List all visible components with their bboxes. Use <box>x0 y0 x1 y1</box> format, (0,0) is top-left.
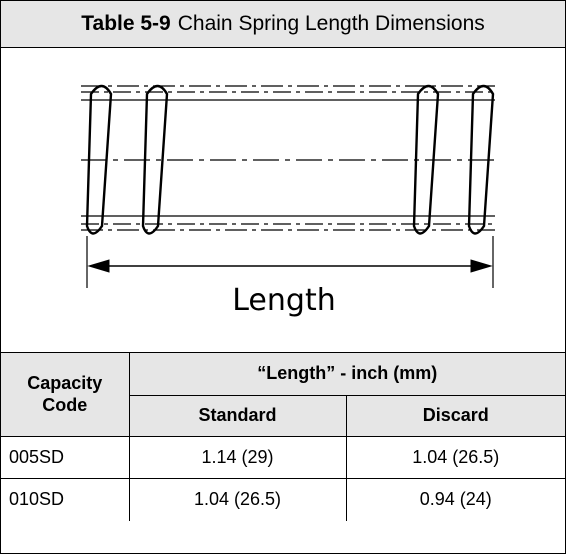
table-row: 010SD 1.04 (26.5) 0.94 (24) <box>1 477 566 521</box>
spring-figure: Length <box>1 48 565 353</box>
spring-coils <box>85 84 495 235</box>
discard-value-cell: 1.04 (26.5) <box>345 435 566 479</box>
length-dimension-arrow <box>87 259 493 273</box>
standard-header: Standard <box>129 394 347 437</box>
capacity-code-header: Capacity Code <box>1 353 130 437</box>
capacity-header-line1: Capacity <box>27 373 103 394</box>
extension-lines <box>86 236 494 288</box>
length-label: Length <box>232 283 335 318</box>
discard-header: Discard <box>345 394 566 437</box>
standard-value-cell: 1.14 (29) <box>128 435 347 479</box>
length-header: “Length” - inch (mm) <box>128 353 566 396</box>
capacity-code-cell: 005SD <box>1 435 130 479</box>
table-number: Table 5-9 <box>81 12 171 35</box>
table-row: 005SD 1.14 (29) 1.04 (26.5) <box>1 435 566 479</box>
spring-drawing: Length <box>81 84 495 318</box>
capacity-code-cell: 010SD <box>1 477 130 521</box>
discard-value-cell: 0.94 (24) <box>345 477 566 521</box>
standard-value-cell: 1.04 (26.5) <box>128 477 347 521</box>
capacity-header-line2: Code <box>42 395 88 416</box>
table-title: Table 5-9 Chain Spring Length Dimensions <box>1 1 565 48</box>
table-caption: Chain Spring Length Dimensions <box>177 12 485 35</box>
dimensions-table: Capacity Code “Length” - inch (mm) Stand… <box>1 353 566 521</box>
